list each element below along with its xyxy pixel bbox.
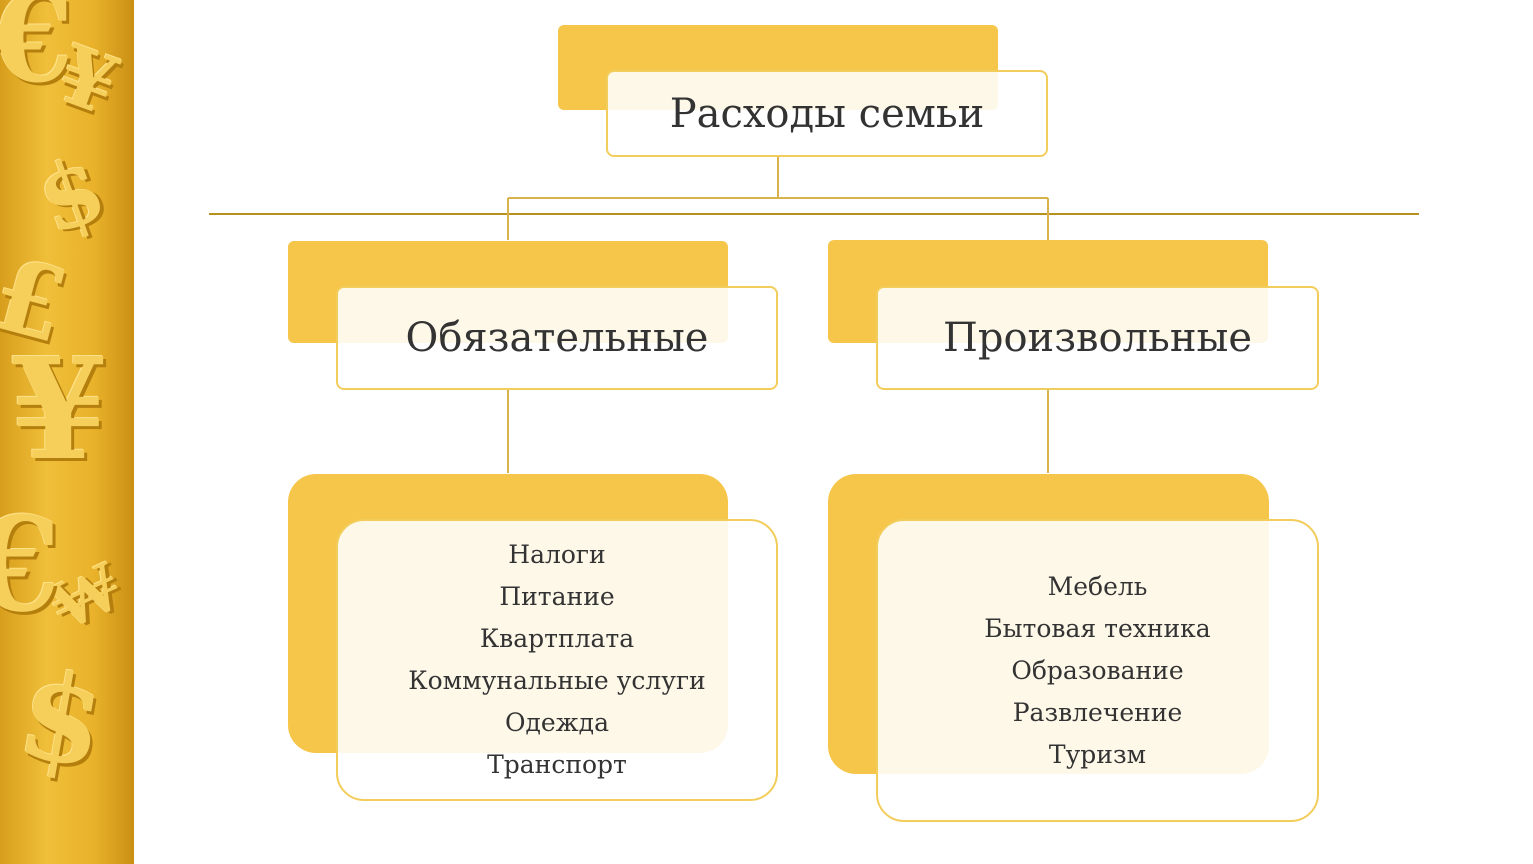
list-item: Туризм [1048, 739, 1147, 769]
euro-symbol-icon: € [0, 0, 74, 110]
list-item: Транспорт [487, 750, 627, 779]
root-node: Расходы семьи [606, 70, 1048, 157]
left-branch-node: Обязательные [336, 286, 778, 390]
currency-pattern-strip: € $ £ ¥ ₩ € $ ¥ [0, 0, 134, 864]
list-item: Питание [499, 582, 615, 611]
right-branch-node: Произвольные [876, 286, 1319, 390]
list-item: Развлечение [1012, 697, 1183, 727]
list-item: Мебель [1047, 571, 1148, 601]
yen-symbol-icon: ¥ [10, 328, 108, 492]
list-item: Одежда [505, 708, 609, 737]
list-item: Квартплата [479, 624, 635, 653]
right-branch-label: Произвольные [942, 315, 1252, 361]
list-item: Образование [1011, 655, 1184, 685]
root-node-label: Расходы семьи [669, 90, 985, 137]
right-items-box: Мебель Бытовая техника Образование Развл… [876, 519, 1319, 822]
horizontal-divider [209, 213, 1419, 215]
list-item: Налоги [508, 540, 606, 569]
left-branch-label: Обязательные [405, 315, 709, 361]
left-items-box: Налоги Питание Квартплата Коммунальные у… [336, 519, 778, 801]
list-item: Бытовая техника [984, 613, 1211, 643]
list-item: Коммунальные услуги [408, 666, 706, 695]
euro-symbol-icon: € [0, 488, 61, 641]
